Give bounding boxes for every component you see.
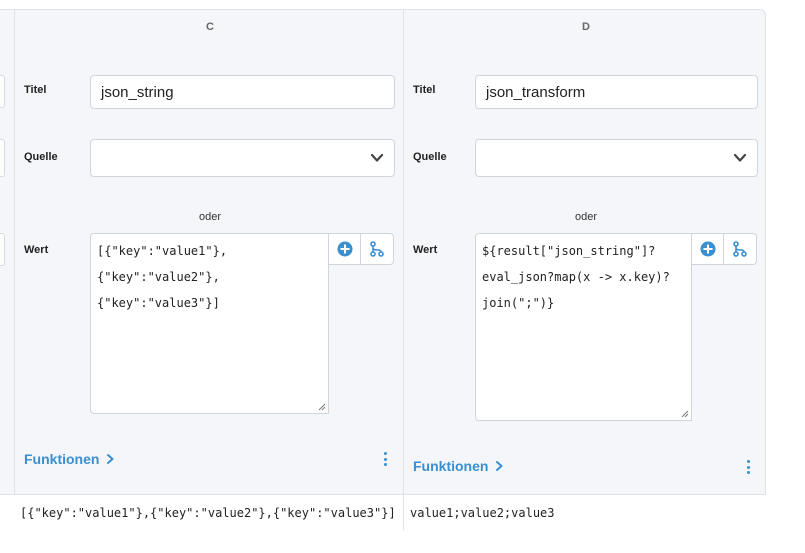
- column-divider: [14, 9, 15, 529]
- result-value-d: value1;value2;value3: [410, 505, 555, 520]
- chevron-right-icon: [107, 454, 114, 464]
- chevron-down-icon: [733, 153, 747, 162]
- title-label: Titel: [24, 84, 47, 96]
- branch-icon: [733, 241, 747, 257]
- source-select[interactable]: [90, 139, 395, 177]
- or-label: oder: [199, 211, 222, 223]
- column-header-c: C: [206, 21, 214, 33]
- result-divider: [403, 495, 404, 530]
- title-input[interactable]: json_transform: [475, 75, 758, 109]
- prev-value-input-edge[interactable]: [0, 233, 5, 266]
- result-bar: [{"key":"value1"},{"key":"value2"},{"key…: [0, 494, 766, 530]
- value-line: [{"key":"value1"},: [97, 244, 228, 258]
- value-textarea[interactable]: ${result["json_string"]? eval_json?map(x …: [475, 233, 692, 421]
- branch-button[interactable]: [361, 233, 394, 265]
- result-value-c: [{"key":"value1"},{"key":"value2"},{"key…: [20, 505, 396, 520]
- prev-title-input-edge[interactable]: [0, 75, 5, 108]
- prev-source-select-edge[interactable]: [0, 139, 5, 177]
- resize-handle-icon[interactable]: [318, 403, 326, 411]
- kebab-menu-icon[interactable]: [382, 452, 388, 466]
- kebab-menu-icon[interactable]: [745, 460, 751, 474]
- column-header-d: D: [582, 21, 590, 33]
- title-input[interactable]: json_string: [90, 75, 395, 109]
- title-label: Titel: [413, 84, 436, 96]
- value-line: {"key":"value2"},: [97, 270, 220, 284]
- value-label: Wert: [413, 244, 438, 256]
- column-divider: [403, 9, 404, 529]
- add-function-button[interactable]: [328, 233, 361, 265]
- or-label: oder: [575, 211, 598, 223]
- source-select[interactable]: [475, 139, 758, 177]
- functions-link[interactable]: Funktionen: [413, 458, 504, 474]
- add-function-button[interactable]: [691, 233, 724, 265]
- branch-icon: [370, 241, 384, 257]
- value-line: ${result["json_string"]?: [482, 244, 656, 258]
- chevron-down-icon: [370, 153, 384, 162]
- branch-button[interactable]: [724, 233, 757, 265]
- value-line: join(";")}: [482, 296, 555, 310]
- value-line: {"key":"value3"}]: [97, 296, 220, 310]
- title-input-value: json_transform: [486, 83, 586, 101]
- functions-link[interactable]: Funktionen: [24, 451, 115, 467]
- value-line: eval_json?map(x -> x.key)?: [482, 270, 670, 284]
- value-label: Wert: [24, 244, 49, 256]
- plus-circle-icon: [337, 241, 352, 257]
- plus-circle-icon: [700, 241, 715, 257]
- source-label: Quelle: [413, 151, 447, 163]
- chevron-right-icon: [496, 461, 503, 471]
- functions-label: Funktionen: [24, 451, 100, 467]
- source-label: Quelle: [24, 151, 58, 163]
- resize-handle-icon[interactable]: [681, 410, 689, 418]
- functions-label: Funktionen: [413, 458, 489, 474]
- title-input-value: json_string: [101, 83, 174, 101]
- value-textarea[interactable]: [{"key":"value1"}, {"key":"value2"}, {"key…: [90, 233, 329, 414]
